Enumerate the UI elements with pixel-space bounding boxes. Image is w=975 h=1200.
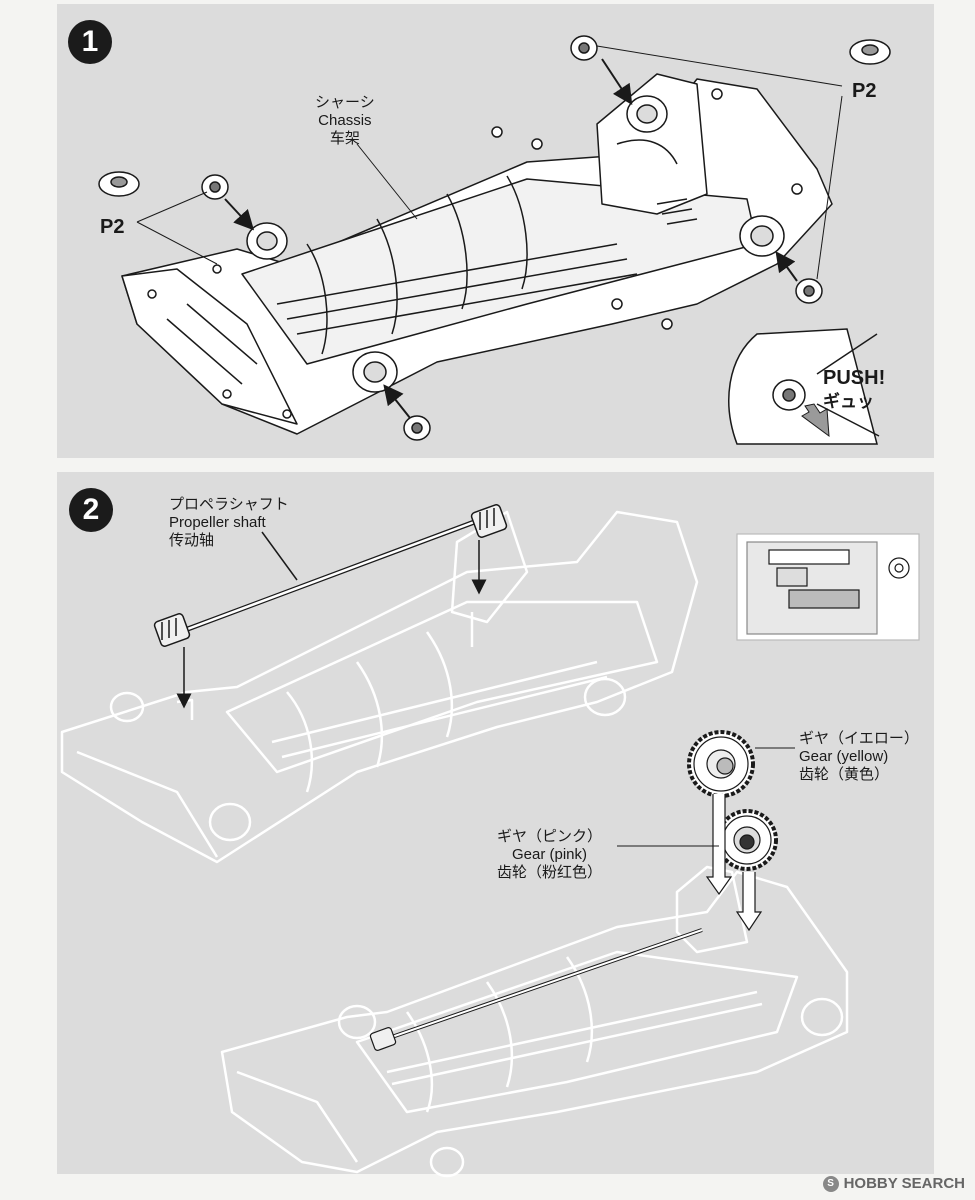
push-callout: PUSH! ギュッ (823, 367, 886, 411)
part-code-p2-right: P2 (852, 80, 877, 102)
part-code-p2-left: P2 (100, 216, 125, 238)
chassis-label: シャーシ Chassis 车架 (315, 94, 375, 147)
bearing-parts (98, 35, 891, 441)
insertion-arrows (224, 58, 798, 419)
watermark-text: HOBBY SEARCH (843, 1175, 965, 1192)
hobby-search-watermark: S HOBBY SEARCH (822, 1175, 965, 1192)
step2-diagram (60, 504, 920, 1178)
step1-panel: 1 (57, 4, 934, 458)
propeller-shaft-drawing (153, 504, 508, 647)
gear-yellow-drawing (687, 730, 755, 798)
installed-shaft (369, 928, 703, 1051)
leader-lines (136, 45, 843, 280)
gear-yellow-label: ギヤ（イエロー） Gear (yellow) 齿轮（黄色） (799, 730, 919, 783)
hobby-search-logo-icon: S (822, 1175, 839, 1192)
step2-panel: 2 (57, 472, 934, 1178)
gear-pink-label: ギヤ（ピンク） Gear (pink) 齿轮（粉红色） (497, 828, 603, 881)
propeller-shaft-label: プロペラシャフト Propeller shaft 传动轴 (169, 496, 289, 549)
step1-diagram (98, 35, 891, 445)
gear-drop-arrows (705, 794, 763, 932)
gear-pink-drawing (716, 809, 778, 871)
shaft-drop-arrows (176, 531, 487, 709)
step1-number-badge: 1 (68, 20, 112, 64)
gear-mesh-inset (736, 533, 920, 641)
push-inset (728, 328, 880, 445)
chassis-faded-lower (220, 865, 849, 1178)
chassis-drawing (121, 73, 833, 435)
step2-number-badge: 2 (69, 488, 113, 532)
gear-leader-lines (617, 747, 795, 847)
chassis-faded-upper (60, 510, 699, 864)
